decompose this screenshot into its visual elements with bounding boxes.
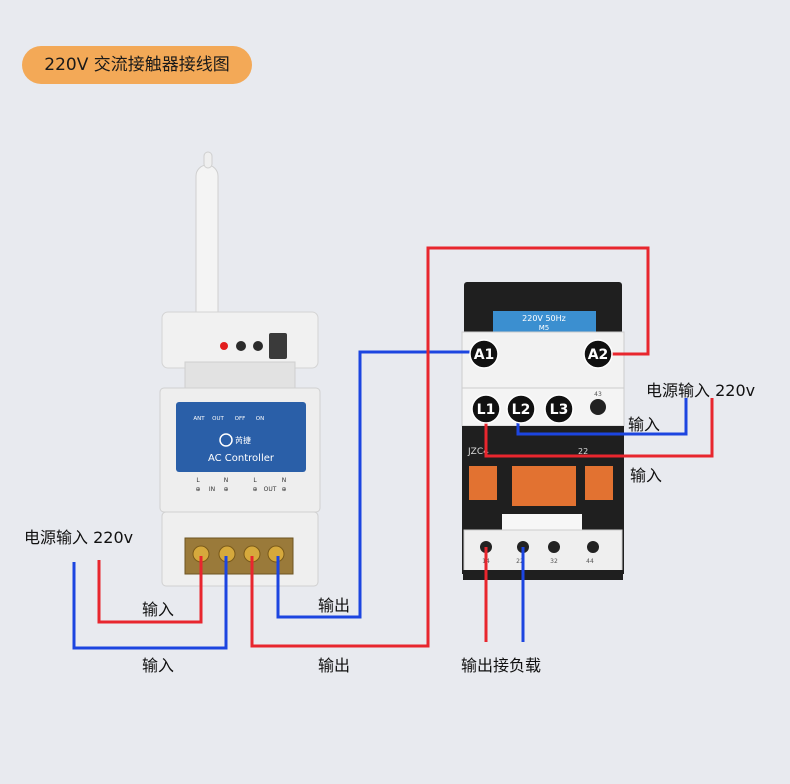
power-led [220,342,228,350]
terminal-a1: A1 [474,347,495,363]
port [269,333,287,359]
aux-screw [590,399,606,415]
output-blue-label: 输出 [318,596,351,615]
wire-output-neutral [276,350,484,619]
left-input-blue-label: 输入 [142,656,175,675]
svg-text:⊕: ⊕ [281,486,286,493]
terminal-l1: L1 [477,402,496,418]
terminal-a2: A2 [588,347,609,363]
svg-text:OUT: OUT [264,486,277,493]
model-code: M5 [539,324,550,332]
model-label: JZC4 [467,447,489,457]
left-input-red-label: 输入 [142,600,175,619]
indicator-label: OFF [235,416,246,422]
wire-left-live [97,556,203,624]
right-power-label: 电源输入 220v [646,381,756,400]
output-red-label: 输出 [318,656,351,675]
brand-name: 芮捷 [235,435,251,445]
svg-text:⊕: ⊕ [252,486,257,493]
rating-label: 220V 50Hz [522,314,566,323]
diagram-title: 220V 交流接触器接线图 [22,46,252,84]
svg-text:L: L [253,477,257,484]
right-input-blue-label: 输入 [628,415,661,434]
led-1 [236,341,246,351]
wire-left-neutral [72,556,228,650]
brand-logo-icon [219,433,233,447]
terminal-l2: L2 [512,402,531,418]
indicator-label: ON [256,416,264,422]
svg-text:N: N [282,477,287,484]
screw-terminals [192,545,285,563]
svg-text:22: 22 [516,558,524,565]
left-power-label: 电源输入 220v [24,528,134,547]
right-input-red-label: 输入 [630,466,663,485]
indicator-label: ANT [193,416,205,422]
actuator [512,466,576,506]
svg-text:⊕: ⊕ [223,486,228,493]
svg-text:32: 32 [550,558,558,565]
svg-text:⊕: ⊕ [195,486,200,493]
rating-plate [493,311,596,333]
terminal-l3: L3 [550,402,569,418]
svg-text:N: N [224,477,229,484]
bottom-screws [480,541,599,553]
svg-text:L: L [196,477,200,484]
controller-name: AC Controller [208,453,275,464]
wire-right-live [484,398,714,458]
indicator-label: OUT [212,416,224,422]
aux-terminal-label: 43 [594,391,602,398]
load-output-label: 输出接负载 [461,656,542,675]
wire-output-live [250,246,650,648]
svg-text:44: 44 [586,558,594,565]
controller-panel [176,402,306,472]
ac-controller-module: ANT OUT OFF ON 芮捷 AC Controller L N L N … [159,151,321,587]
led-2 [253,341,263,351]
svg-text:IN: IN [209,486,215,493]
aux-side-label: 22 [578,447,588,456]
